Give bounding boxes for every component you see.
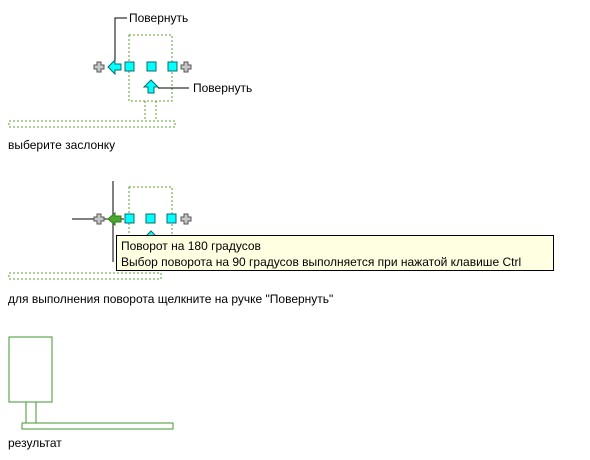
step2-caption: для выполнения поворота щелкните на ручк… [8, 292, 334, 306]
callout-leader-top [114, 17, 127, 60]
duct-dashed-outline[interactable] [8, 120, 176, 128]
callout-rotate-bottom: Повернуть [193, 81, 253, 95]
damper-leg [25, 401, 37, 424]
rotate-arrow-up-icon[interactable] [142, 79, 160, 94]
plus-grip-icon[interactable] [93, 61, 105, 73]
square-grip[interactable] [124, 213, 135, 224]
plus-grip-icon[interactable] [180, 61, 192, 73]
plus-grip-icon[interactable] [180, 213, 192, 225]
step3-caption: результат [8, 436, 62, 450]
duct-dashed-outline[interactable] [8, 272, 162, 280]
square-grip[interactable] [145, 213, 156, 224]
step1-diagram [8, 17, 192, 128]
tooltip-line1: Поворот на 180 градусов [121, 239, 261, 253]
damper-outline[interactable] [8, 336, 53, 403]
rotate-arrow-left-icon[interactable] [107, 58, 122, 76]
rotate-tooltip: Поворот на 180 градусов Выбор поворота н… [116, 235, 554, 271]
square-grip[interactable] [167, 61, 178, 72]
duct-outline[interactable] [21, 422, 174, 430]
square-grip[interactable] [166, 213, 177, 224]
step1-caption: выберите заслонку [8, 138, 116, 152]
callout-rotate-top: Повернуть [129, 11, 189, 25]
step3-diagram [8, 336, 174, 430]
square-grip[interactable] [124, 61, 135, 72]
rotate-arrow-left-icon[interactable] [107, 211, 122, 227]
square-grip[interactable] [146, 61, 157, 72]
plus-grip-icon[interactable] [93, 213, 105, 225]
tooltip-line2: Выбор поворота на 90 градусов выполняетс… [121, 255, 522, 269]
